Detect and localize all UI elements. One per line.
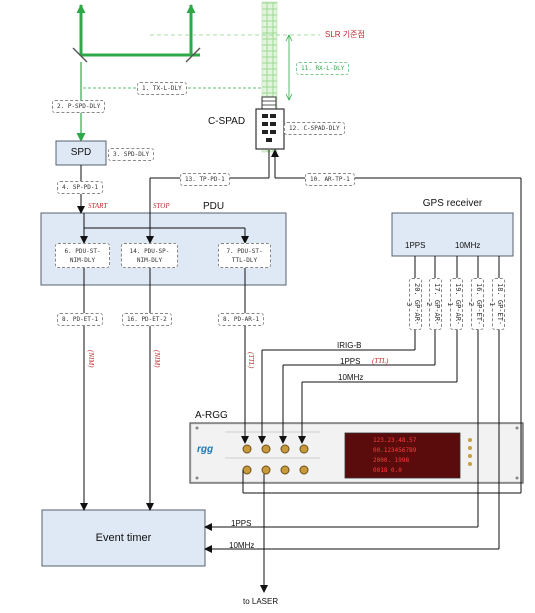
tag-rx-l-dly: 11. RX-L-DLY	[296, 62, 350, 75]
a-rgg-device	[189, 422, 524, 484]
bottom-1pps-label: 1PPS	[231, 519, 252, 528]
tag-p-spd-dly: 2. P-SPD-DLY	[52, 100, 106, 113]
spd-label: SPD	[70, 147, 92, 158]
gps-tag-gp-et-2: 16. GP-ET-2	[467, 278, 484, 330]
gps-10mhz-label: 10MHz	[455, 241, 481, 250]
stop-label: STOP	[153, 202, 170, 210]
nim-label-1: (NIM)	[87, 350, 95, 368]
tag-spd-dly: 3. SPD-DLY	[108, 148, 155, 161]
event-timer-box	[41, 509, 206, 567]
tag-pd-ar-1: 8. PD-AR-1	[218, 313, 265, 326]
tag-sp-pd: 4. SP-PD-1	[57, 181, 104, 194]
c-spad-label: C-SPAD	[208, 116, 246, 127]
gps-1pps-mid-label: 1PPS	[340, 357, 361, 366]
a-rgg-connectors	[242, 444, 309, 475]
signal-lines	[77, 149, 522, 593]
spd-box	[55, 140, 107, 166]
pdu-sub1-line1: 6. PDU-ST-	[64, 248, 101, 255]
tag-tx-l-dly: 1. TX-L-DLY	[137, 82, 187, 95]
tag-c-spad-dly: 12. C-SPAD-DLY	[284, 122, 345, 135]
pdu-sub1-line2: NIM-DLY	[69, 257, 96, 264]
slr-reference-label: SLR 기준점	[325, 30, 365, 39]
gps-1pps-label: 1PPS	[405, 241, 426, 250]
pdu-sub3-line2: TTL-DLY	[231, 257, 258, 264]
event-timer-label: Event timer	[95, 532, 152, 544]
pdu-st-nim-dly: 6. PDU-ST- NIM-DLY	[55, 243, 110, 268]
ttl-label-vertical: (TTL)	[247, 352, 255, 369]
tag-ar-tp: 10. AR-TP-1	[305, 173, 355, 186]
pdu-st-ttl-dly: 7. PDU-ST- TTL-DLY	[218, 243, 271, 268]
tag-pd-et-1: 8. PD-ET-1	[57, 313, 104, 326]
ttl-mid-label: (TTL)	[372, 357, 389, 365]
irig-b-label: IRIG-B	[337, 341, 362, 350]
tag-pd-et-2: 16. PD-ET-2	[122, 313, 172, 326]
rgg-display-line3: 2000. 1998	[373, 457, 410, 464]
gps-tag-gp-ar-1: 19. GP-AR-1	[446, 278, 463, 330]
pdu-sub2-line2: NIM-DLY	[136, 257, 163, 264]
nim-label-2: (NIM)	[153, 350, 161, 368]
gps-receiver-box	[391, 212, 514, 257]
pdu-sp-nim-dly: 14. PDU-SP- NIM-DLY	[121, 243, 178, 268]
c-spad-detector	[255, 96, 285, 150]
gps-10mhz-mid-label: 10MHz	[338, 373, 364, 382]
start-label: START	[88, 202, 108, 210]
pdu-sub3-line1: 7. PDU-ST-	[226, 248, 263, 255]
gps-tag-gp-ar-2: 17. GP-AR-2	[425, 278, 442, 330]
pdu-label: PDU	[203, 201, 225, 212]
pdu-sub2-line1: 14. PDU-SP-	[129, 248, 170, 255]
tag-tp-pd: 13. TP-PD-1	[180, 173, 230, 186]
gps-receiver-label: GPS receiver	[422, 198, 483, 209]
rgg-logo: rgg	[197, 444, 214, 455]
bottom-10mhz-label: 10MHz	[229, 541, 255, 550]
gps-tag-gp-et-1: 18. GP-ET-1	[488, 278, 505, 330]
rgg-display-line2: 00.1234567B9	[373, 447, 417, 454]
gps-tag-gp-ar-3: 20. GP-AR-3	[405, 278, 422, 330]
rgg-display-line1: 123.23.48.57	[373, 437, 417, 444]
rgg-display-line4: 0018 0.0	[373, 467, 402, 474]
a-rgg-label: A-RGG	[195, 410, 228, 421]
to-laser-label: to LASER	[243, 597, 279, 606]
